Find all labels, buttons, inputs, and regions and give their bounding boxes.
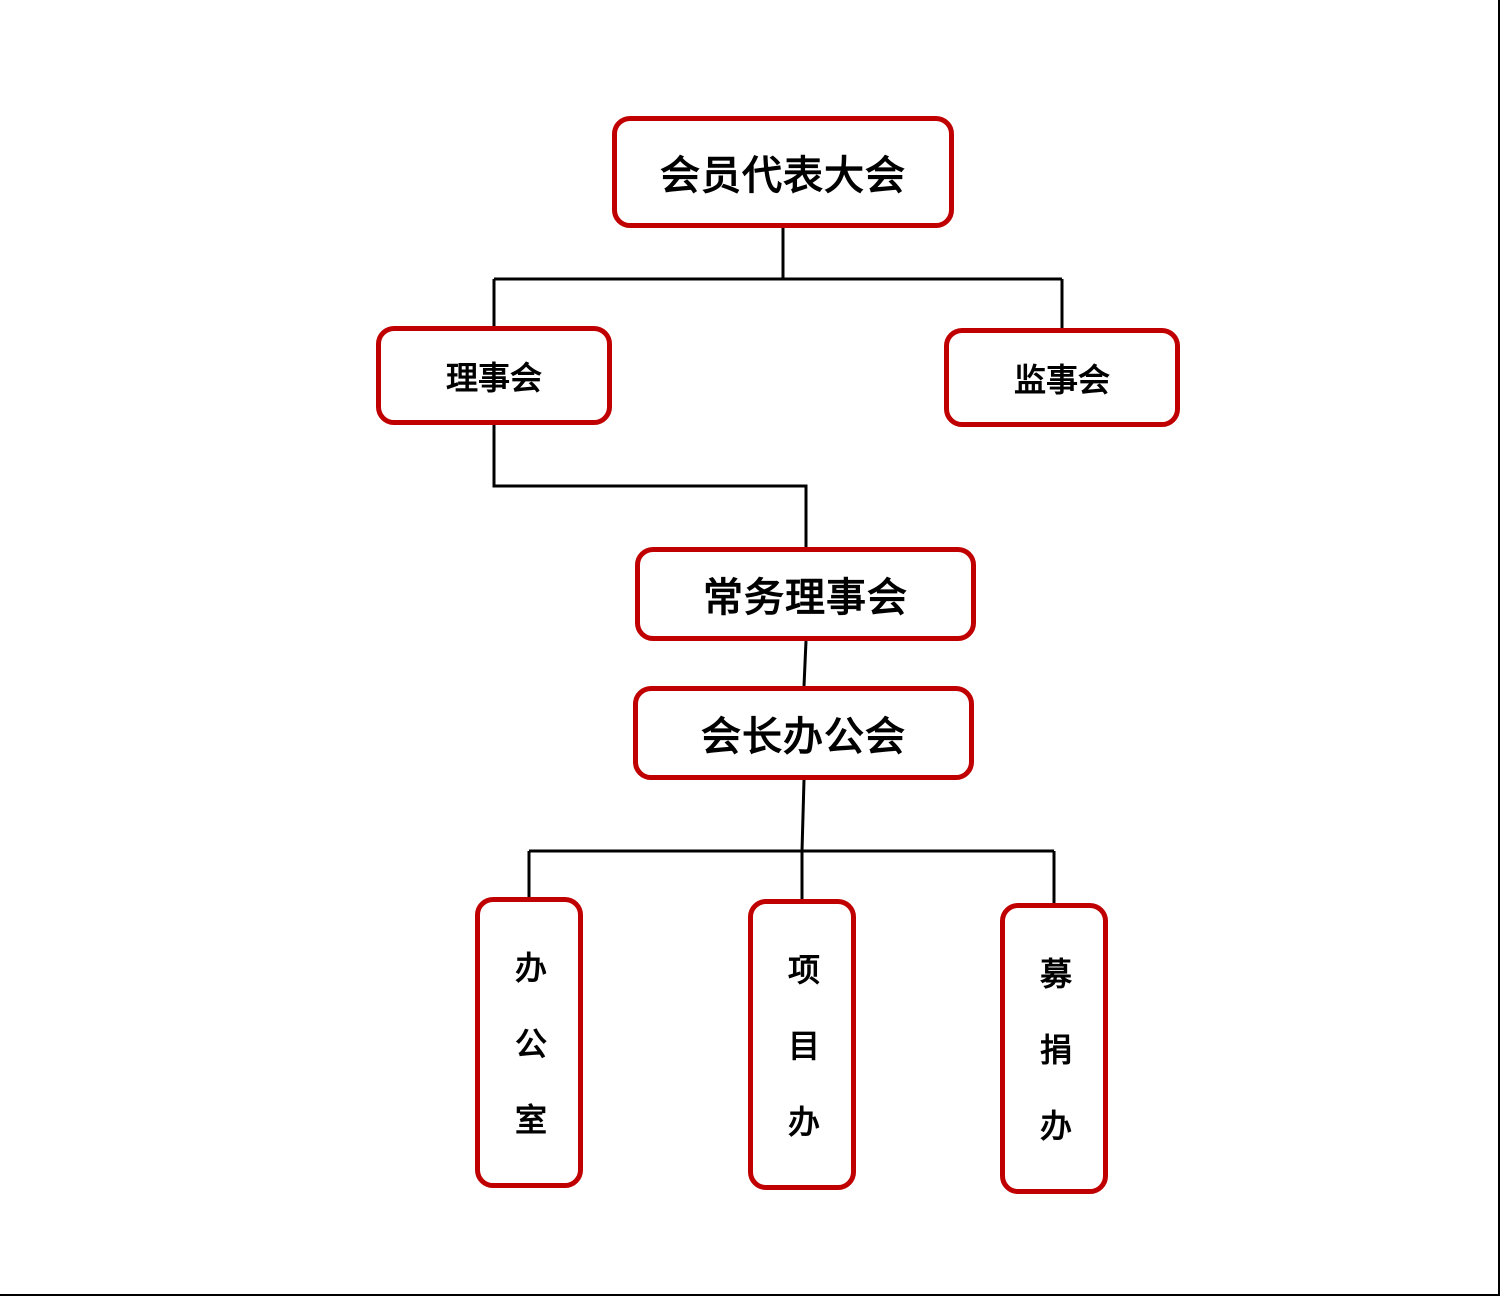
node-label: 会长办公会 — [701, 713, 906, 760]
node-supervisory-board: 监事会 — [944, 328, 1180, 427]
node-label: 监事会 — [1013, 360, 1110, 399]
node-project-office: 项目办 — [748, 899, 856, 1190]
node-label: 常务理事会 — [703, 574, 908, 621]
edge-standing-to-president — [802, 640, 808, 687]
node-label: 募捐办 — [1035, 956, 1073, 1185]
node-label: 项目办 — [783, 952, 821, 1181]
node-label: 会员代表大会 — [660, 152, 906, 199]
node-label: 理事会 — [445, 358, 542, 397]
node-president-office-meeting: 会长办公会 — [633, 686, 974, 780]
edge-council-to-standing — [492, 425, 808, 547]
edge-president-branch — [527, 779, 1056, 903]
node-general-assembly: 会员代表大会 — [612, 116, 954, 228]
node-label: 办公室 — [510, 950, 548, 1179]
node-fundraising-office: 募捐办 — [1000, 903, 1108, 1194]
edge-assembly-branch — [492, 228, 1064, 328]
node-office: 办公室 — [475, 897, 583, 1188]
node-council: 理事会 — [376, 326, 612, 425]
node-standing-council: 常务理事会 — [635, 547, 976, 641]
